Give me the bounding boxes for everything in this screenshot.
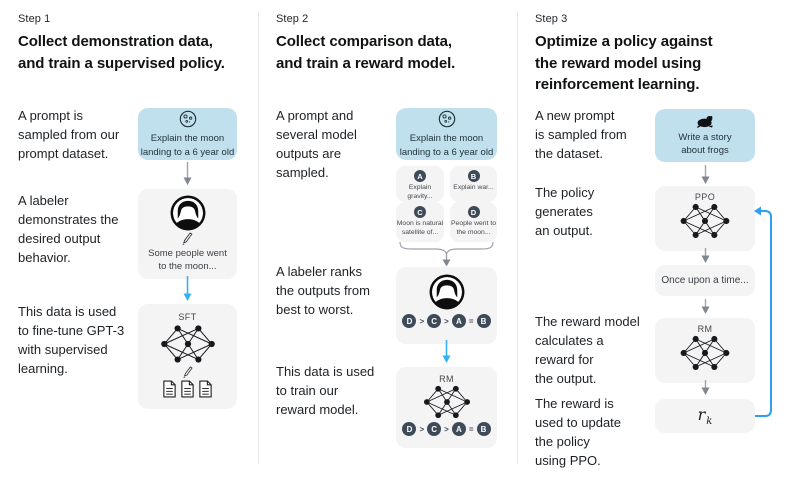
rank-operator: > xyxy=(444,316,449,326)
rank-operator: > xyxy=(419,316,425,326)
step2-rm-model-box: RM D > C > A = B xyxy=(396,367,497,448)
output-text: Moon is natural satellite of... xyxy=(396,220,444,236)
neural-network-icon xyxy=(680,203,730,239)
labeler-avatar-icon xyxy=(170,195,205,231)
step3-label: Step 3 xyxy=(535,13,568,25)
output-text: People went to the moon... xyxy=(451,220,496,236)
rank-badge: B xyxy=(476,422,491,436)
rank-operator: = xyxy=(468,316,474,326)
step1-caption-finetune: This data is used to fine-tune GPT-3 wit… xyxy=(18,304,125,376)
step1-sft-model-box: SFT xyxy=(138,304,237,409)
step2-rank-box: D > C > A = B xyxy=(396,267,497,344)
step1-caption-labeler: A labeler demonstrates the desired outpu… xyxy=(18,193,119,265)
frog-icon xyxy=(696,115,713,128)
model-label: PPO xyxy=(694,192,716,202)
down-arrow-blue-icon xyxy=(442,340,451,363)
neural-network-icon xyxy=(680,335,730,371)
down-arrow-icon xyxy=(701,299,710,314)
step3-output-box: Once upon a time... xyxy=(655,265,755,296)
merge-brace-arrow-icon xyxy=(399,241,494,267)
down-arrow-icon xyxy=(701,248,710,263)
document-icon xyxy=(199,380,212,398)
step3-ppo-model-box: PPO xyxy=(655,186,755,251)
step1-caption-prompt: A prompt is sampled from our prompt data… xyxy=(18,108,120,161)
step3-reward-box: rk xyxy=(655,399,755,433)
model-output-box-c: C Moon is natural satellite of... xyxy=(396,202,444,242)
step1-label: Step 1 xyxy=(18,13,51,25)
step1-labeler-box: Some people went to the moon... xyxy=(138,189,237,279)
column-divider xyxy=(517,12,518,464)
step3-caption-prompt: A new prompt is sampled from the dataset… xyxy=(535,108,627,161)
feedback-loop-arrow xyxy=(754,206,772,417)
step2-label: Step 2 xyxy=(276,13,309,25)
step2-title: Collect comparison data, and train a rew… xyxy=(276,33,456,72)
step3-prompt-box: Write a story about frogs xyxy=(655,109,755,162)
document-icon xyxy=(163,380,176,398)
model-output-box-a: A Explain gravity... xyxy=(396,166,444,202)
labeler-avatar-icon xyxy=(429,274,464,310)
output-text: Once upon a time... xyxy=(661,274,749,286)
step2-prompt-box: Explain the moon landing to a 6 year old xyxy=(396,108,497,160)
prompt-box-text: Write a story about frogs xyxy=(678,131,732,156)
step3-caption-reward: The reward model calculates a reward for… xyxy=(535,314,640,386)
step3-caption-update: The reward is used to update the policy … xyxy=(535,396,622,468)
moon-icon xyxy=(438,110,455,128)
output-text: Explain gravity... xyxy=(407,184,433,200)
down-arrow-icon xyxy=(183,162,192,185)
rank-badge: C xyxy=(427,314,442,328)
rank-badge: C xyxy=(427,422,442,436)
step3-rm-model-box: RM xyxy=(655,318,755,383)
rank-badge: D xyxy=(402,314,417,328)
output-letter-badge: D xyxy=(467,206,480,218)
rank-operator: > xyxy=(444,424,449,434)
model-label: RM xyxy=(697,324,713,334)
step1-title: Collect demonstration data, and train a … xyxy=(18,33,225,72)
model-output-box-b: B Explain war... xyxy=(450,166,497,202)
model-label: RM xyxy=(439,374,454,384)
step2-caption-train: This data is used to train our reward mo… xyxy=(276,364,375,417)
moon-icon xyxy=(179,110,196,128)
neural-network-icon xyxy=(423,385,470,419)
documents-row xyxy=(162,380,213,398)
output-letter-badge: B xyxy=(467,170,480,182)
rank-badge: A xyxy=(451,422,466,436)
rank-badge: A xyxy=(451,314,466,328)
pencil-icon xyxy=(183,366,192,378)
model-output-box-d: D People went to the moon... xyxy=(450,202,497,242)
prompt-box-text: Explain the moon landing to a 6 year old xyxy=(140,133,235,158)
step3-caption-policy: The policy generates an output. xyxy=(535,185,595,238)
output-letter-badge: A xyxy=(414,170,426,182)
step2-caption-sampled: A prompt and several model outputs are s… xyxy=(276,108,357,180)
output-letter-badge: C xyxy=(414,206,426,218)
rank-operator: = xyxy=(468,424,474,434)
document-icon xyxy=(181,380,194,398)
rank-operator: > xyxy=(419,424,425,434)
rank-badge: D xyxy=(402,422,417,436)
down-arrow-icon xyxy=(701,165,710,184)
labeler-box-text: Some people went to the moon... xyxy=(148,248,227,273)
step3-title: Optimize a policy against the reward mod… xyxy=(535,33,713,94)
rank-badge: B xyxy=(476,314,491,328)
prompt-box-text: Explain the moon landing to a 6 year old xyxy=(399,133,494,158)
reward-value: rk xyxy=(697,404,713,428)
model-label: SFT xyxy=(178,312,197,322)
ranking-row: D > C > A = B xyxy=(402,314,491,328)
pencil-icon xyxy=(182,232,193,245)
column-divider xyxy=(258,12,259,464)
step2-caption-rank: A labeler ranks the outputs from best to… xyxy=(276,264,370,317)
down-arrow-blue-icon xyxy=(183,276,192,301)
step1-prompt-box: Explain the moon landing to a 6 year old xyxy=(138,108,237,160)
down-arrow-icon xyxy=(701,380,710,395)
ranking-row: D > C > A = B xyxy=(402,422,491,436)
output-text: Explain war... xyxy=(453,184,494,191)
neural-network-icon xyxy=(160,325,215,363)
